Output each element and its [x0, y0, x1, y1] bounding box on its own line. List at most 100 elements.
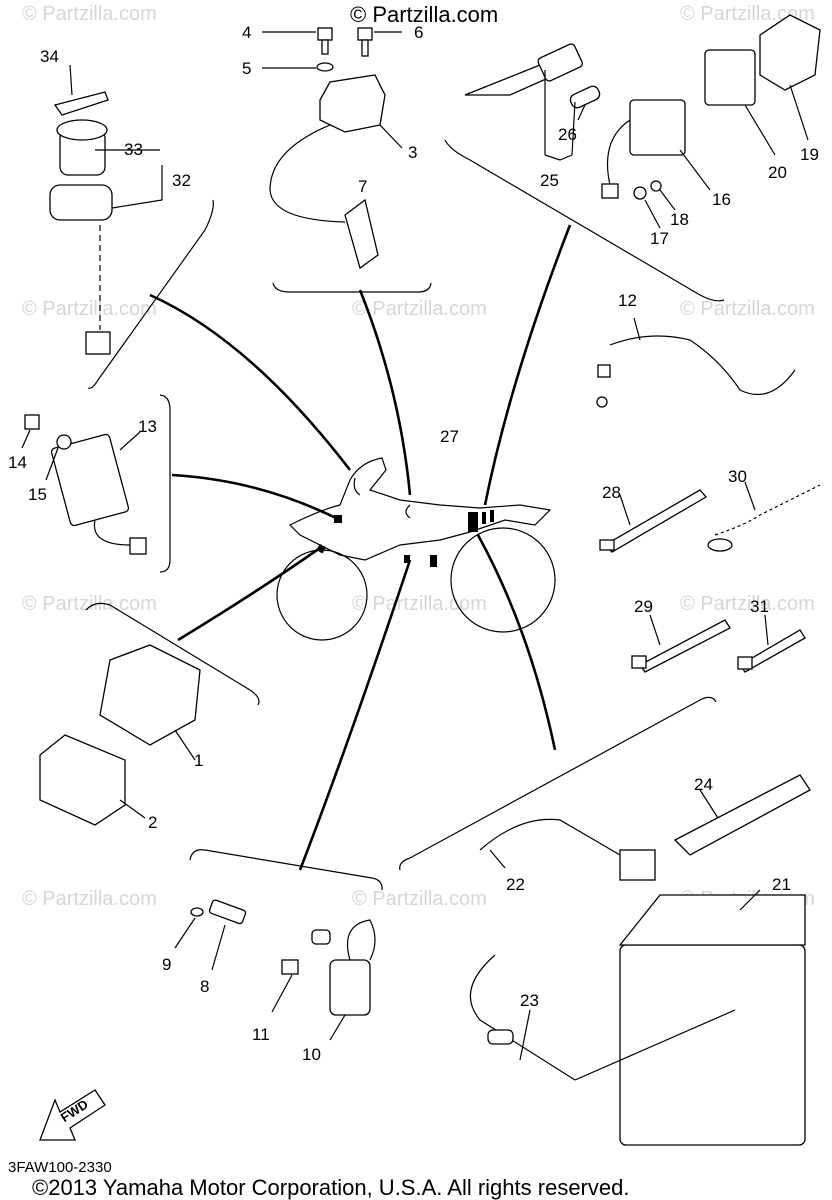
callout-26: 26 [558, 125, 577, 144]
callout-6: 6 [414, 23, 423, 42]
switch-top [56, 119, 108, 141]
rectifier-wire [93, 519, 131, 546]
watermark: © Partzilla.com [680, 593, 815, 615]
wire-lead-12 [596, 317, 796, 408]
coil-lead [269, 124, 346, 223]
rectifier-connector [129, 537, 147, 555]
callout-13: 13 [138, 417, 157, 436]
callout-31: 31 [750, 597, 769, 616]
leader-coil [358, 289, 412, 496]
callout-numbers: 34 33 32 4 5 6 3 7 26 25 16 18 17 20 19 … [8, 23, 819, 1064]
leader-17 [644, 199, 661, 229]
diagram-code: 3FAW100-2330 [8, 1159, 112, 1176]
battery-band-24 [673, 774, 811, 856]
frame-marker [316, 543, 326, 554]
leader-23-terminal [574, 1009, 736, 1081]
neutral-switch-8 [208, 899, 247, 925]
frame-marker [430, 555, 437, 567]
watermark: © Partzilla.com [352, 298, 487, 320]
frame-marker [490, 510, 494, 522]
nut-17 [633, 186, 647, 200]
screw-11 [281, 959, 299, 975]
connector-lines [149, 224, 572, 871]
callout-28: 28 [602, 483, 621, 502]
tie-28-head [599, 539, 615, 551]
bracket-neutral-switch [189, 849, 383, 891]
leader-3 [379, 124, 403, 149]
callout-3: 3 [408, 143, 417, 162]
relay-20 [704, 49, 756, 106]
frame-marker [334, 515, 342, 523]
gasket-9 [190, 907, 204, 917]
frame-wire [405, 504, 411, 519]
leader-19 [789, 84, 809, 141]
callout-24: 24 [694, 775, 713, 794]
battery-assembly [469, 774, 811, 1146]
fwd-arrow-icon [39, 1089, 106, 1141]
leader-31 [764, 614, 769, 646]
watermark: © Partzilla.com [680, 3, 815, 25]
neutral-switch-assembly [174, 899, 376, 1041]
battery-top [618, 894, 806, 946]
callout-22: 22 [506, 875, 525, 894]
bolt-6-shank [361, 39, 369, 57]
cable-ties [599, 481, 821, 673]
cdi-unit-1 [99, 644, 201, 746]
frame-marker [482, 512, 486, 524]
watermark: © Partzilla.com [22, 888, 157, 910]
tie-31 [739, 629, 806, 673]
bolt-4-head [317, 27, 333, 41]
starter-relay-16 [629, 99, 686, 156]
leader-18 [659, 189, 676, 211]
bracket-ignition-coil [272, 282, 432, 293]
bracket-cdi [85, 602, 260, 706]
callout-19: 19 [800, 145, 819, 164]
lead-23-boot [487, 1029, 514, 1045]
leader-relays [483, 224, 572, 506]
tie-30 [714, 484, 821, 536]
leader-16 [679, 149, 711, 191]
callout-29: 29 [634, 597, 653, 616]
bracket-battery [399, 696, 717, 871]
leader-21 [739, 889, 761, 911]
switch-connector [85, 331, 111, 355]
callout-16: 16 [712, 190, 731, 209]
callout-1: 1 [194, 751, 203, 770]
leader-23 [519, 1009, 531, 1061]
watermark: © Partzilla.com [352, 593, 487, 615]
bolt-4-shank [321, 39, 329, 55]
leader-15 [45, 447, 59, 481]
watermark: © Partzilla.com [22, 298, 157, 320]
bracket-rectifier [159, 394, 171, 573]
callout-20: 20 [768, 163, 787, 182]
bracket-relays [444, 139, 725, 302]
leader-32 [111, 149, 163, 209]
header-watermark: © Partzilla.com [350, 2, 498, 27]
callout-25: 25 [540, 171, 559, 190]
callout-30: 30 [728, 467, 747, 486]
leader-28 [619, 494, 631, 526]
leader-29 [649, 614, 661, 646]
rectifier-assembly [21, 414, 147, 555]
leader-cdi [177, 546, 321, 642]
leader-main-switch [149, 293, 352, 471]
tie-29 [639, 619, 731, 673]
wire-12-terminal [597, 364, 611, 378]
leader-24 [699, 789, 719, 819]
relay-assembly [464, 14, 821, 229]
wire-12 [609, 335, 796, 396]
leader-14 [21, 429, 31, 449]
brake-switch-25 [537, 43, 583, 82]
leader-battery [476, 534, 557, 751]
washer-5 [316, 62, 334, 72]
leader-8 [211, 924, 226, 971]
lead-22 [479, 818, 621, 856]
washer-15 [56, 434, 72, 450]
leader-25-join [544, 154, 573, 161]
coil-body [319, 74, 386, 133]
ignition-coil-assembly [262, 27, 403, 270]
lead-22-connector [619, 849, 656, 881]
leader-30 [744, 481, 756, 511]
watermark: © Partzilla.com [22, 593, 157, 615]
leader-neutral [298, 559, 412, 871]
